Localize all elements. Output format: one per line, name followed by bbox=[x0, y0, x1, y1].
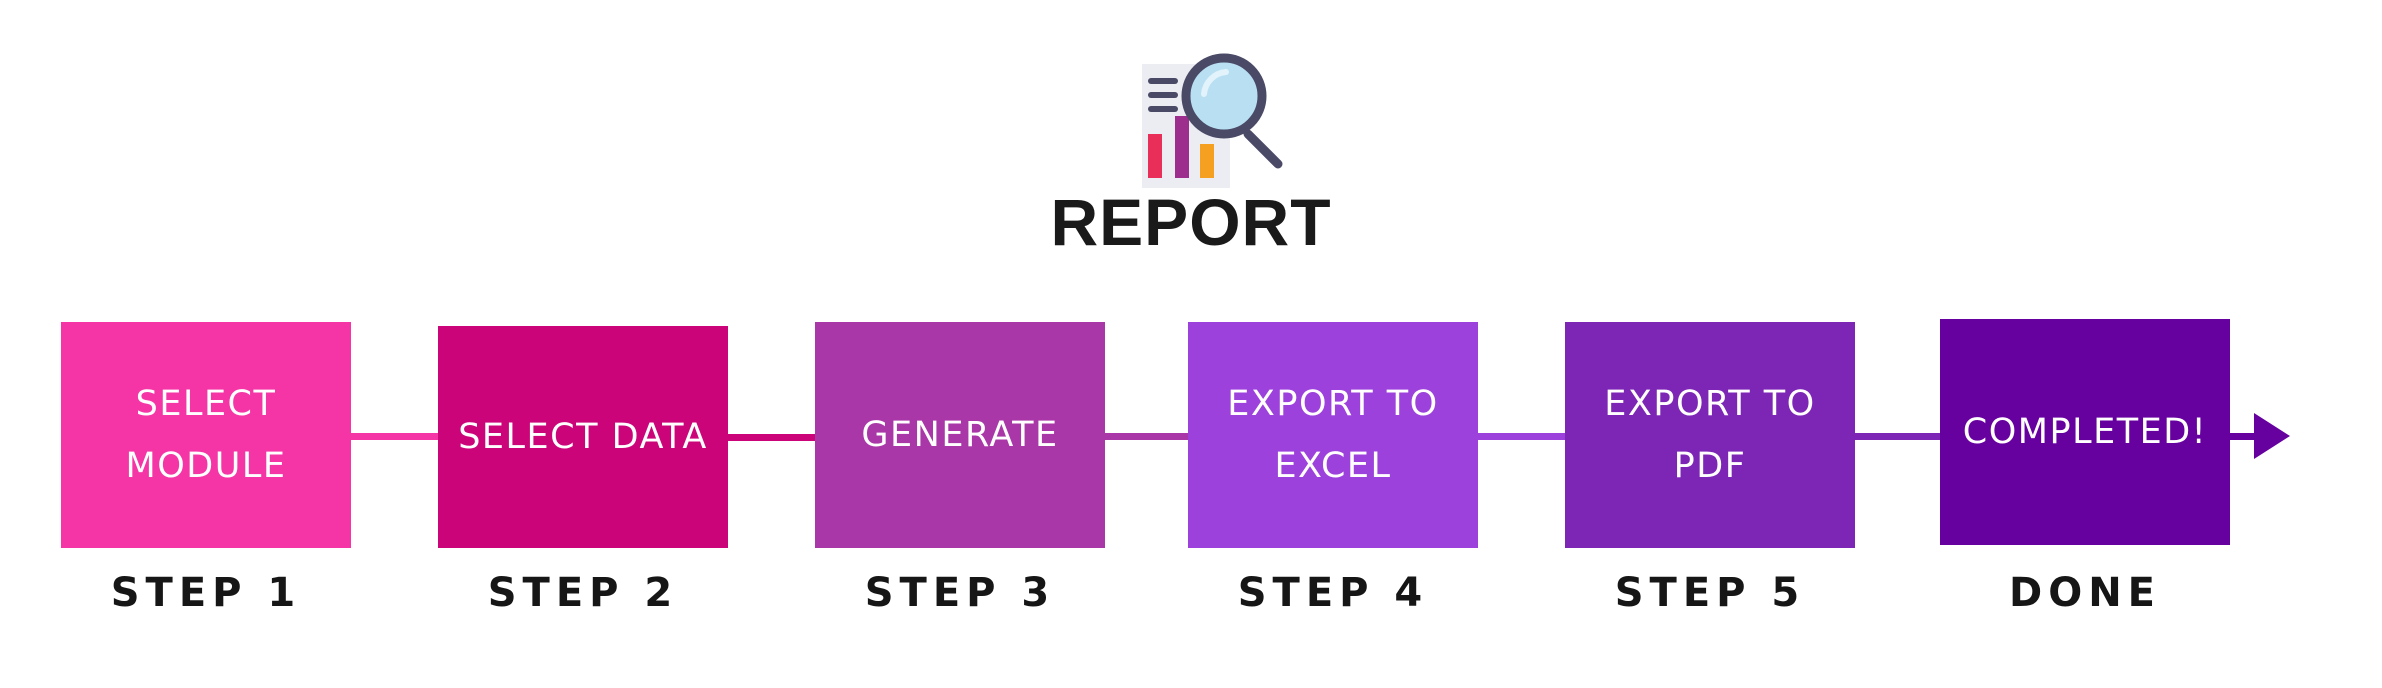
step-4-label: STEP 4 bbox=[1237, 570, 1429, 616]
report-chart-magnifier-icon bbox=[1142, 53, 1283, 188]
connector-2-3 bbox=[727, 434, 816, 441]
step-1-label: STEP 1 bbox=[110, 570, 302, 616]
step-5-label: STEP 5 bbox=[1614, 570, 1806, 616]
step-3-label: STEP 3 bbox=[864, 570, 1056, 616]
step-3-box: GENERATE bbox=[815, 322, 1105, 548]
connector-3-4 bbox=[1104, 433, 1189, 440]
done-label: DONE bbox=[2008, 570, 2161, 616]
step-5-box: EXPORT TO PDF bbox=[1565, 322, 1855, 548]
connector-1-2 bbox=[350, 433, 439, 440]
connector-5-done bbox=[1854, 433, 1941, 440]
step-2-label: STEP 2 bbox=[487, 570, 679, 616]
diagram-title: REPORT bbox=[1050, 185, 1332, 259]
step-4-box: EXPORT TO EXCEL bbox=[1188, 322, 1478, 548]
done-box: COMPLETED! bbox=[1940, 319, 2230, 545]
connector-4-5 bbox=[1477, 433, 1566, 440]
step-1-box: SELECT MODULE bbox=[61, 322, 351, 548]
arrow-shaft bbox=[2229, 433, 2259, 440]
arrow-head bbox=[2254, 413, 2290, 459]
step-2-box: SELECT DATA bbox=[438, 326, 728, 548]
